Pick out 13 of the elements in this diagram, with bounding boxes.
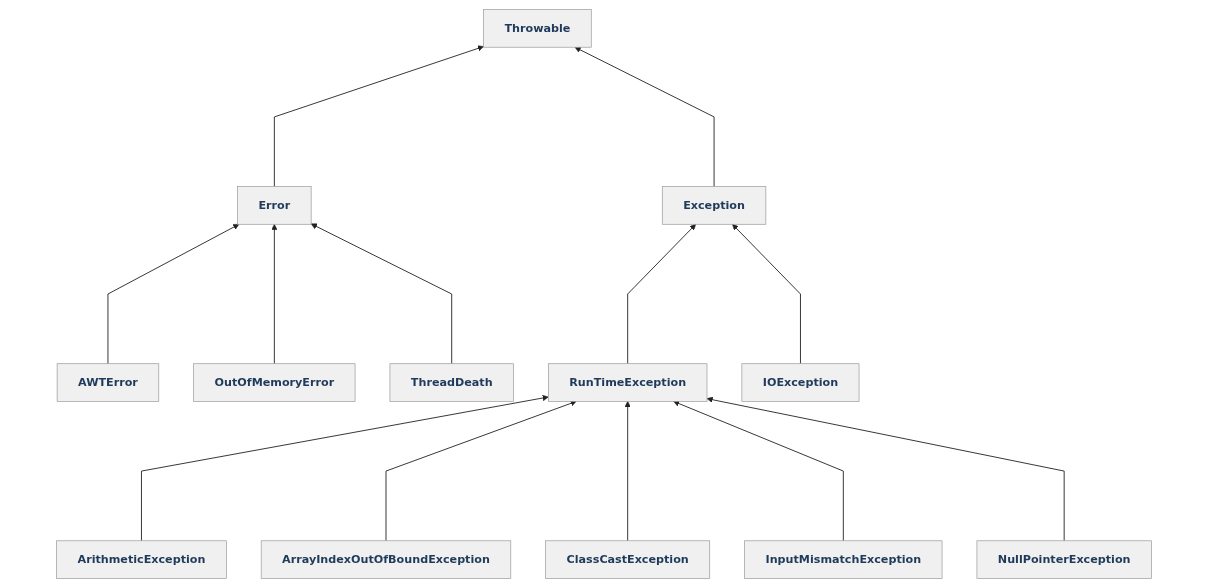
node-box: Error: [237, 186, 312, 225]
node-box: ClassCastException: [545, 540, 711, 579]
node-box: IOException: [741, 363, 860, 402]
node-box: Exception: [661, 186, 767, 225]
node-box: ArrayIndexOutOfBoundException: [260, 540, 512, 579]
node-box: NullPointerException: [976, 540, 1152, 579]
node-box: OutOfMemoryError: [193, 363, 356, 402]
node-box: Throwable: [483, 9, 592, 48]
node-box: AWTError: [56, 363, 160, 402]
node-box: ThreadDeath: [389, 363, 514, 402]
node-box: InputMismatchException: [744, 540, 943, 579]
node-box: RunTimeException: [548, 363, 708, 402]
node-box: ArithmeticException: [56, 540, 227, 579]
